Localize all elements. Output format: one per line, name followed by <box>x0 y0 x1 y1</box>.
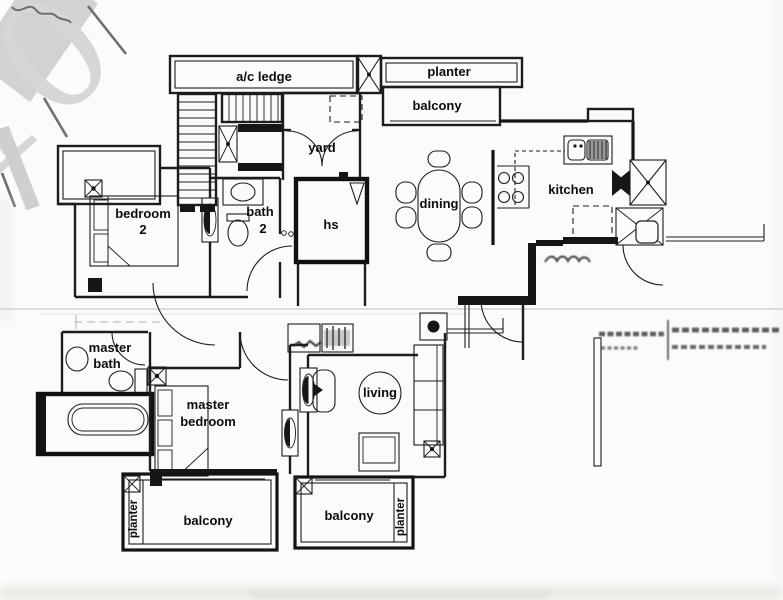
master-bedroom-door-arc <box>239 331 289 381</box>
label-living: living <box>363 385 397 400</box>
room-labels: a/c ledge planter balcony yard bedroom 2… <box>89 64 594 538</box>
label-master-bath-2: bath <box>93 356 121 371</box>
fridge-icon <box>572 205 613 242</box>
dining-walls <box>458 240 563 305</box>
sofa-icon <box>413 344 444 446</box>
balcony-bottom-right <box>293 475 415 550</box>
party-wall <box>447 318 504 334</box>
bath2-sink-icon <box>230 182 256 202</box>
living-column-icon <box>419 312 448 341</box>
label-bath2: bath <box>246 204 274 219</box>
kitchen-sink-icon <box>563 135 613 165</box>
label-bath2-num: 2 <box>259 221 266 236</box>
wc-icon <box>615 207 664 246</box>
bedroom2-door-icon <box>201 197 219 243</box>
stair-column <box>218 125 238 163</box>
watermark: 10 <box>0 0 148 217</box>
handwritten-note <box>544 255 591 264</box>
label-master-bedroom-2: bedroom <box>180 414 236 429</box>
bedroom2-column-icon <box>84 179 103 198</box>
master-bath-toilet-icon <box>108 368 148 394</box>
bedroom2-bed <box>89 195 179 267</box>
bath2-toilet-icon <box>226 213 250 247</box>
living-corner-column-icon <box>423 440 441 458</box>
armchair-icon <box>312 369 336 413</box>
label-dining: dining <box>420 196 459 211</box>
dining-set <box>395 150 483 262</box>
hallway-door-arc <box>152 282 216 346</box>
master-bath-door-arc <box>111 331 146 366</box>
label-yard: yard <box>308 140 336 155</box>
label-bedroom2-num: 2 <box>139 222 146 237</box>
coffee-table-icon <box>358 371 402 415</box>
label-balcony-top: balcony <box>412 98 462 113</box>
yard <box>281 91 363 180</box>
master-bedroom <box>148 331 308 477</box>
bath2 <box>210 176 294 299</box>
balcony-top <box>381 85 502 127</box>
bath2-door-arc <box>246 245 293 292</box>
balcony-left-column-icon <box>123 475 141 493</box>
household-shelter <box>293 172 370 306</box>
label-balcony-left: balcony <box>183 513 233 528</box>
label-balcony-right: balcony <box>324 508 374 523</box>
label-planter-top: planter <box>427 64 470 79</box>
ac-shaft-column <box>355 54 383 95</box>
tv-console-icon <box>358 432 400 472</box>
label-planter-left: planter <box>128 499 140 538</box>
scan-seam <box>0 308 783 315</box>
kitchen-doorway-icon <box>612 170 630 196</box>
scan-marks <box>0 5 128 208</box>
neighbour-wall <box>593 337 602 467</box>
master-bath <box>35 315 167 457</box>
label-kitchen: kitchen <box>548 182 594 197</box>
shaft-icon <box>629 159 667 206</box>
label-ac-ledge: a/c ledge <box>236 69 292 84</box>
living-room <box>287 312 602 479</box>
bathtub-icon <box>35 391 155 457</box>
bedroom2-post-icon <box>88 278 102 292</box>
kitchen <box>491 107 765 286</box>
living-cabinets <box>287 323 354 353</box>
label-bedroom2: bedroom <box>115 206 171 221</box>
illegible-stamp <box>599 320 780 360</box>
label-hs: hs <box>323 217 338 232</box>
label-planter-right: planter <box>395 497 407 536</box>
balcony-left-post-icon <box>150 474 162 486</box>
label-master-bath-1: master <box>89 340 132 355</box>
middle-passage <box>464 299 525 360</box>
bedroom2 <box>56 144 230 299</box>
master-wardrobe-door-icon <box>281 409 299 457</box>
balcony-bottom-left <box>121 472 279 552</box>
stove-icon <box>497 171 525 204</box>
boundary-wall <box>666 224 765 242</box>
entry-door-arc <box>622 244 664 286</box>
balcony-right-column-icon <box>295 477 313 495</box>
master-bath-sink-icon <box>65 346 89 372</box>
master-bed-icon <box>154 385 209 477</box>
label-master-bedroom-1: master <box>187 397 230 412</box>
